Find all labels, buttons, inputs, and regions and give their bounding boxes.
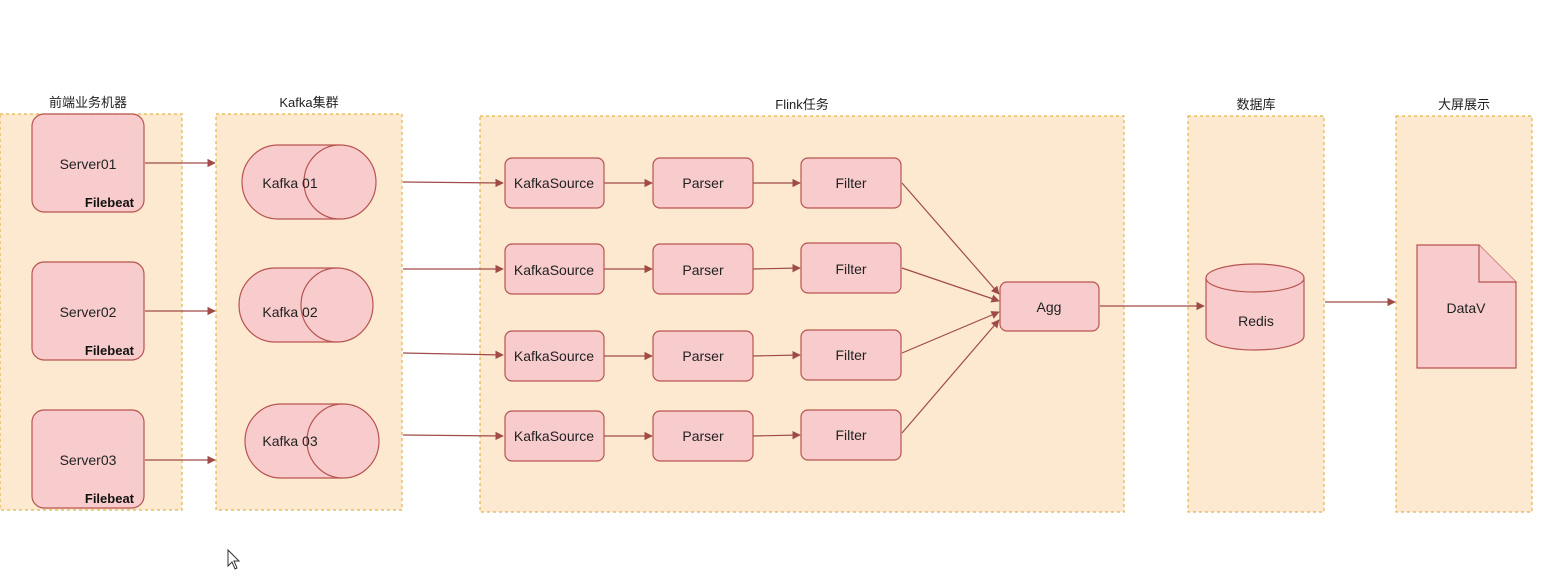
group-database-title: 数据库 — [1236, 97, 1275, 112]
filter-label: Filter — [835, 175, 866, 191]
server-node-3: Server03 Filebeat — [31, 409, 145, 509]
edge-kafka-source4 — [402, 431, 504, 441]
filter-box — [800, 157, 902, 209]
server-label: Server02 — [60, 304, 117, 320]
parser-label: Parser — [682, 262, 724, 278]
filter-box — [800, 329, 902, 381]
filter-box — [800, 409, 902, 461]
edge-filter3-agg — [901, 311, 1000, 354]
server-label: Server01 — [60, 156, 117, 172]
kafka-cylinder-face — [306, 403, 344, 479]
filter-label: Filter — [835, 261, 866, 277]
redis-label: Redis — [1238, 313, 1274, 329]
server-box — [31, 261, 145, 361]
flink-pipeline-4: KafkaSource Parser Filter — [504, 409, 902, 462]
server-node-1: Server01 Filebeat — [31, 113, 145, 213]
edge-parser3-filter3 — [752, 350, 801, 360]
parser-box — [652, 330, 754, 382]
kafka-source-label: KafkaSource — [514, 262, 594, 278]
flink-pipeline-1: KafkaSource Parser Filter — [504, 157, 902, 209]
redis-cylinder-body — [1205, 263, 1305, 351]
server-node-2: Server02 Filebeat — [31, 261, 145, 361]
filter-box — [800, 242, 902, 294]
kafka-source-label: KafkaSource — [514, 428, 594, 444]
edge-kafka-source1 — [402, 178, 504, 188]
flink-pipeline-2: KafkaSource Parser Filter — [504, 242, 902, 295]
parser-label: Parser — [682, 428, 724, 444]
flink-pipeline-3: KafkaSource Parser Filter — [504, 329, 902, 382]
parser-box — [652, 243, 754, 295]
edge-filter2-agg — [901, 267, 1000, 303]
mouse-cursor-icon — [227, 548, 241, 570]
datav-document-fold — [1478, 245, 1516, 283]
redis-cylinder-top — [1205, 277, 1305, 293]
agg-node: Agg — [999, 281, 1100, 332]
server-box — [31, 113, 145, 213]
filter-label: Filter — [835, 347, 866, 363]
kafka-node-3: Kafka 03 — [244, 403, 380, 479]
server-label: Server03 — [60, 452, 117, 468]
kafka-source-box — [504, 157, 605, 209]
group-flink-title: Flink任务 — [775, 97, 828, 112]
kafka-cylinder-face — [300, 267, 338, 343]
kafka-cylinder-face — [303, 144, 341, 220]
kafka-label: Kafka 01 — [262, 175, 317, 191]
filebeat-label: Filebeat — [85, 491, 135, 506]
parser-box — [652, 157, 754, 209]
server-box — [31, 409, 145, 509]
redis-node: Redis — [1205, 263, 1305, 351]
edge-parser4-filter4 — [752, 430, 801, 440]
datav-node: DataV — [1416, 244, 1517, 369]
edge-kafka-source3 — [402, 350, 504, 360]
group-display-title: 大屏展示 — [1438, 97, 1490, 112]
edge-filter1-agg — [901, 182, 1000, 295]
kafka-source-box — [504, 410, 605, 462]
kafka-node-1: Kafka 01 — [241, 144, 377, 220]
datav-label: DataV — [1447, 300, 1487, 316]
kafka-source-box — [504, 330, 605, 382]
agg-label: Agg — [1037, 299, 1062, 315]
kafka-source-label: KafkaSource — [514, 348, 594, 364]
kafka-node-2: Kafka 02 — [238, 267, 374, 343]
group-frontend-title: 前端业务机器 — [49, 95, 127, 110]
parser-label: Parser — [682, 175, 724, 191]
edge-filter4-agg — [901, 319, 1000, 434]
kafka-label: Kafka 03 — [262, 433, 317, 449]
filebeat-label: Filebeat — [85, 343, 135, 358]
filebeat-label: Filebeat — [85, 195, 135, 210]
kafka-label: Kafka 02 — [262, 304, 317, 320]
agg-box — [999, 281, 1100, 332]
group-kafka-title: Kafka集群 — [279, 95, 338, 110]
kafka-source-label: KafkaSource — [514, 175, 594, 191]
edge-parser2-filter2 — [752, 263, 801, 273]
parser-label: Parser — [682, 348, 724, 364]
kafka-source-box — [504, 243, 605, 295]
filter-label: Filter — [835, 427, 866, 443]
edges — [145, 158, 1396, 465]
parser-box — [652, 410, 754, 462]
